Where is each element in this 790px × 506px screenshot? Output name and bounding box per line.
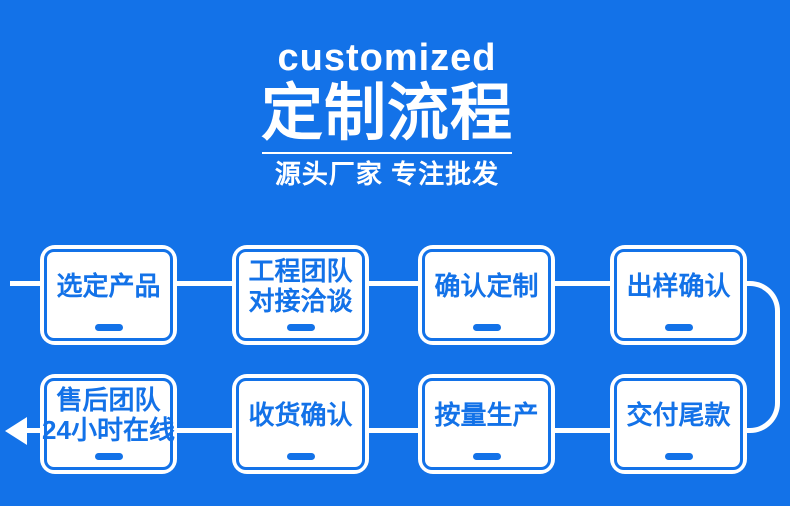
connector-line — [555, 428, 610, 433]
connector-line — [27, 428, 40, 433]
step-underline-dash — [286, 453, 315, 460]
page-title: 定制流程 — [260, 79, 513, 148]
connector-line — [177, 428, 232, 433]
step-label: 售后团队 24小时在线 — [42, 385, 175, 445]
step-label: 收货确认 — [248, 400, 353, 430]
connector-line — [369, 281, 418, 286]
step-underline-dash — [664, 324, 693, 331]
step-underline-dash — [94, 453, 123, 460]
connector-line — [369, 428, 418, 433]
connector-line — [177, 281, 232, 286]
flow-uturn-connector — [747, 281, 780, 433]
step-label: 交付尾款 — [626, 400, 731, 430]
step-label: 确认定制 — [434, 271, 539, 301]
header: customized 定制流程 源头厂家 专注批发 — [0, 0, 782, 188]
step-label: 工程团队 对接洽谈 — [248, 256, 353, 316]
step-receipt-confirmation: 收货确认 — [232, 374, 369, 474]
connector-line — [10, 281, 40, 286]
title-divider — [262, 152, 512, 154]
step-select-product: 选定产品 — [40, 245, 177, 345]
step-pay-balance: 交付尾款 — [610, 374, 747, 474]
step-underline-dash — [664, 453, 693, 460]
step-underline-dash — [94, 324, 123, 331]
step-production-by-quantity: 按量生产 — [418, 374, 555, 474]
step-label: 按量生产 — [434, 400, 539, 430]
step-sample-confirmation: 出样确认 — [610, 245, 747, 345]
header-subtitle: 源头厂家 专注批发 — [274, 159, 500, 189]
step-underline-dash — [472, 453, 501, 460]
step-label: 选定产品 — [56, 271, 161, 301]
connector-line — [555, 281, 610, 286]
step-confirm-customization: 确认定制 — [418, 245, 555, 345]
left-arrow-icon — [5, 417, 27, 445]
step-underline-dash — [472, 324, 501, 331]
step-after-sales-team-24h: 售后团队 24小时在线 — [40, 374, 177, 474]
step-label: 出样确认 — [626, 271, 731, 301]
step-underline-dash — [286, 324, 315, 331]
header-english-label: customized — [277, 37, 497, 79]
step-engineering-team-negotiation: 工程团队 对接洽谈 — [232, 245, 369, 345]
